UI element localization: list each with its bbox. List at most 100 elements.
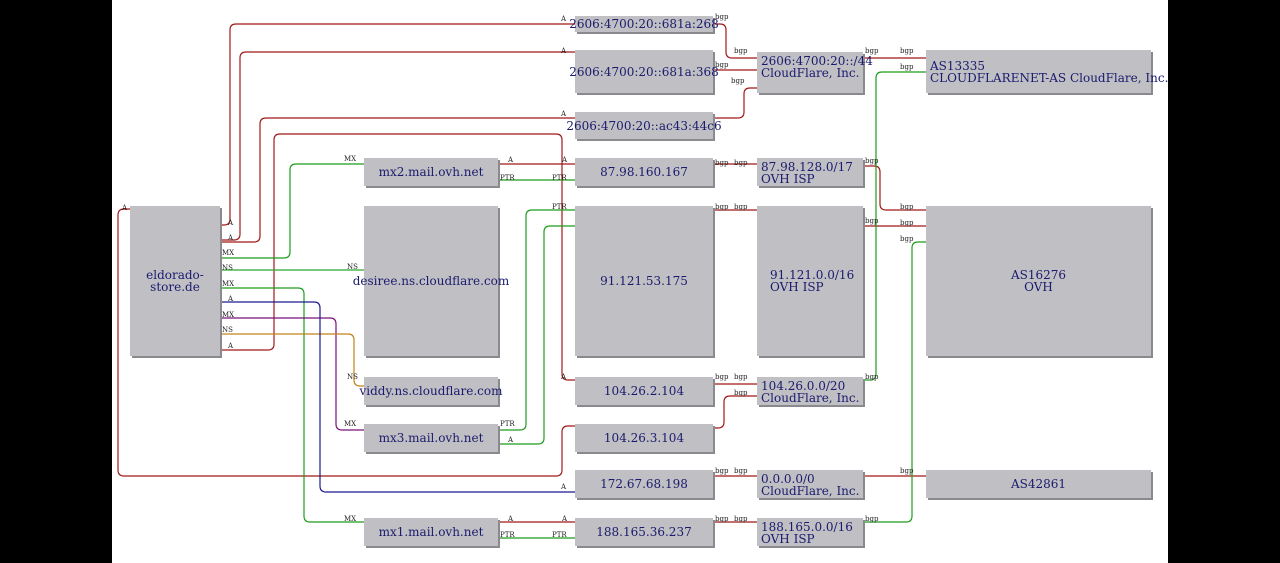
ipv6-node-681a-368[interactable]: 2606:4700:20::681a:368: [569, 50, 719, 93]
ip-label: 188.165.36.237: [596, 525, 692, 539]
edge-label-a: A: [561, 483, 567, 491]
ip-node-104-3[interactable]: 104.26.3.104: [575, 424, 713, 452]
ipv6-node-681a-268[interactable]: 2606:4700:20::681a:268: [569, 16, 719, 32]
edge-mx3-91-a: [498, 225, 575, 445]
edge-mx3-91-ptr: [498, 209, 575, 431]
edge-bgp-104-3: [713, 395, 757, 429]
edge-label-bgp: bgp: [900, 47, 914, 55]
prefix-owner: OVH ISP: [761, 172, 815, 186]
edge-a-ipv6-1: [220, 23, 575, 226]
edge-label-bgp: bgp: [734, 159, 748, 167]
as-node-42861[interactable]: AS42861: [926, 470, 1151, 498]
edge-label-bgp: bgp: [715, 515, 729, 523]
edge-bgp-104-as: [863, 71, 926, 381]
prefix-label: 188.165.0.0/16: [761, 520, 853, 534]
ip-node-188[interactable]: 188.165.36.237: [575, 518, 713, 546]
mx1-node[interactable]: mx1.mail.ovh.net: [364, 518, 498, 546]
edge-label-a: A: [228, 234, 234, 242]
edge-label-ptr: PTR: [500, 420, 515, 428]
mx-host-label: mx1.mail.ovh.net: [378, 525, 484, 539]
edge-label-bgp: bgp: [865, 515, 879, 523]
mx-host-label: mx2.mail.ovh.net: [378, 165, 484, 179]
edge-label-bgp: bgp: [900, 203, 914, 211]
edge-label-ns: NS: [347, 263, 358, 271]
edge-label-bgp: bgp: [734, 467, 748, 475]
edge-label-bgp: bgp: [900, 219, 914, 227]
mx2-node[interactable]: mx2.mail.ovh.net: [364, 158, 498, 186]
edge-label-bgp: bgp: [715, 373, 729, 381]
domain-node[interactable]: eldorado-store.de: [130, 206, 220, 356]
edge-label-bgp: bgp: [900, 235, 914, 243]
as-number: AS16276: [1010, 268, 1067, 282]
edge-label-bgp: bgp: [900, 63, 914, 71]
edge-ns-viddy: [220, 333, 364, 387]
edge-label-bgp: bgp: [900, 467, 914, 475]
desiree-ns-node[interactable]: desiree.ns.cloudflare.com: [353, 206, 509, 356]
edge-label-ptr: PTR: [552, 203, 567, 211]
prefix-label: 0.0.0.0/0: [761, 472, 815, 486]
as-number: AS13335: [930, 59, 986, 73]
edge-label-bgp: bgp: [715, 203, 729, 211]
prefix-label: 87.98.128.0/17: [761, 160, 853, 174]
edge-label-a: A: [562, 156, 568, 164]
ipv6-node-ac43-44c6[interactable]: 2606:4700:20::ac43:44c6: [566, 112, 722, 139]
edge-label-mx: MX: [344, 420, 357, 428]
ip-label: 172.67.68.198: [600, 477, 688, 491]
prefix-owner: CloudFlare, Inc.: [761, 484, 860, 498]
ns-host-label: viddy.ns.cloudflare.com: [359, 384, 503, 398]
mx3-node[interactable]: mx3.mail.ovh.net: [364, 424, 498, 452]
ip-label: 87.98.160.167: [600, 165, 688, 179]
prefix-label: 91.121.0.0/16: [770, 268, 855, 282]
edge-label-a: A: [561, 15, 567, 23]
ip-node-172[interactable]: 172.67.68.198: [575, 470, 713, 498]
prefix-owner: CloudFlare, Inc.: [761, 391, 860, 405]
prefix-label: 2606:4700:20::/44: [761, 54, 873, 68]
edge-label-mx: MX: [222, 280, 235, 288]
ns-host-label: desiree.ns.cloudflare.com: [352, 274, 510, 288]
ipv6-label: 2606:4700:20::ac43:44c6: [566, 118, 722, 133]
ipv6-label: 2606:4700:20::681a:368: [569, 64, 719, 79]
edge-label-mx: MX: [222, 249, 235, 257]
as-number: AS42861: [1010, 477, 1067, 491]
prefix-owner: CloudFlare, Inc.: [761, 66, 860, 80]
edge-label-bgp: bgp: [734, 515, 748, 523]
edge-bgp-188-as: [863, 241, 926, 523]
ip-node-91[interactable]: 91.121.53.175: [575, 206, 713, 356]
edge-mx-mx3: [220, 317, 364, 431]
edge-label-ns: NS: [222, 264, 233, 272]
edge-layer: [117, 23, 926, 539]
edge-bgp-ipv6-3: [713, 87, 757, 119]
viddy-ns-node[interactable]: viddy.ns.cloudflare.com: [360, 377, 503, 405]
prefix-owner: OVH ISP: [761, 532, 815, 546]
edge-label-bgp: bgp: [734, 47, 748, 55]
ip-label: 104.26.3.104: [603, 431, 685, 445]
ipv6-label: 2606:4700:20::681a:268: [569, 17, 719, 31]
edge-label-ptr: PTR: [500, 531, 515, 539]
edge-label-bgp: bgp: [715, 159, 729, 167]
edge-label-ns: NS: [222, 326, 233, 334]
edge-label-bgp: bgp: [865, 217, 879, 225]
edge-bgp-87-as: [863, 165, 926, 211]
ip-node-87[interactable]: 87.98.160.167: [575, 158, 713, 186]
edge-label-bgp: bgp: [865, 157, 879, 165]
edge-label-ptr: PTR: [552, 174, 567, 182]
prefix-owner: OVH ISP: [770, 280, 824, 294]
ip-label: 104.26.2.104: [603, 384, 685, 398]
as-name: CLOUDFLARENET-AS CloudFlare, Inc.: [930, 71, 1168, 85]
ip-node-104-2[interactable]: 104.26.2.104: [575, 377, 713, 405]
edge-label-a: A: [122, 204, 128, 212]
edge-label-bgp: bgp: [865, 373, 879, 381]
edge-label-ns: NS: [347, 373, 358, 381]
edge-label-mx: MX: [344, 155, 357, 163]
mx-host-label: mx3.mail.ovh.net: [378, 431, 484, 445]
edge-a-172: [220, 301, 575, 493]
